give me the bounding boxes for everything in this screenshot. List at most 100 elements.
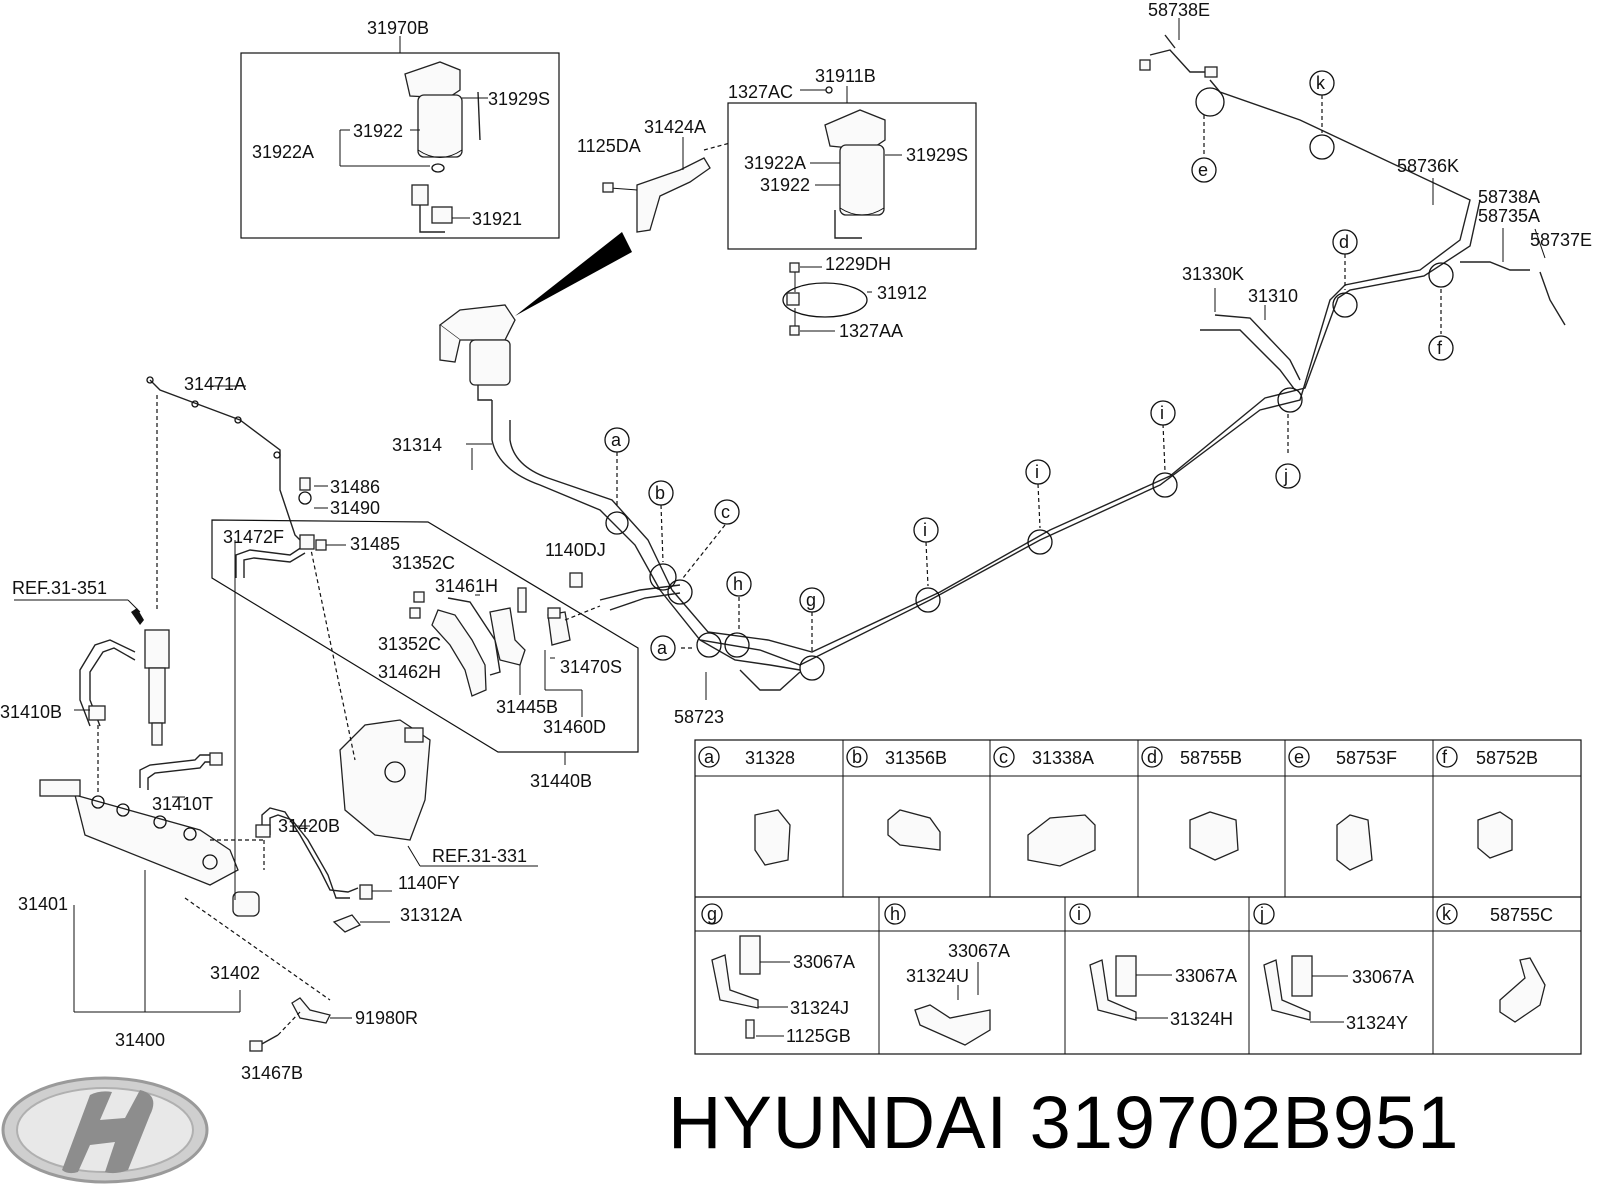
common-rail — [39, 540, 331, 1013]
label-58738A: 58738A — [1478, 187, 1540, 207]
label-31912: 31912 — [877, 283, 927, 303]
callout-k: k — [1309, 70, 1335, 96]
label-31410T: 31410T — [152, 794, 213, 814]
label-31310: 31310 — [1248, 286, 1298, 306]
label-31402: 31402 — [210, 963, 260, 983]
filter-mounting-bracket — [602, 137, 731, 233]
fuel-filter-detail-box — [240, 36, 560, 239]
label-31472F: 31472F — [223, 527, 284, 547]
label-31445B: 31445B — [496, 697, 558, 717]
callout-a: a — [650, 635, 676, 661]
svg-text:a: a — [704, 747, 715, 767]
svg-text:e: e — [1198, 160, 1208, 180]
label-58737E: 58737E — [1530, 230, 1592, 250]
label-31922A: 31922A — [744, 153, 806, 173]
svg-text:k: k — [1442, 904, 1452, 924]
label-58736K: 58736K — [1397, 156, 1459, 176]
svg-text:31338A: 31338A — [1032, 748, 1094, 768]
svg-text:33067A: 33067A — [793, 952, 855, 972]
label-31330K: 31330K — [1182, 264, 1244, 284]
callout-d: d — [1332, 229, 1358, 255]
svg-text:31324H: 31324H — [1170, 1009, 1233, 1029]
svg-text:33067A: 33067A — [948, 941, 1010, 961]
callout-b: b — [648, 480, 674, 506]
svg-text:i: i — [923, 520, 927, 540]
svg-text:33067A: 33067A — [1352, 967, 1414, 987]
svg-text:i: i — [1160, 403, 1164, 423]
callout-h: h — [726, 571, 752, 597]
svg-text:h: h — [733, 574, 743, 594]
label-91980R: 91980R — [355, 1008, 418, 1028]
label-31485: 31485 — [350, 534, 400, 554]
svg-text:j: j — [1259, 904, 1264, 924]
svg-text:a: a — [611, 430, 622, 450]
svg-text:h: h — [890, 904, 900, 924]
label-1140FY: 1140FY — [398, 873, 460, 893]
high-pressure-pipe — [255, 807, 392, 933]
svg-text:31324U: 31324U — [906, 966, 969, 986]
svg-text:k: k — [1316, 73, 1326, 93]
callout-circles: a b c h a g i i i j d f k e — [604, 70, 1454, 661]
svg-text:1125GB: 1125GB — [786, 1026, 851, 1046]
detail-pointer-wedge — [515, 232, 632, 316]
label-31352C: 31352C — [392, 553, 455, 573]
mounted-fuel-filter — [438, 304, 516, 401]
svg-text:g: g — [806, 590, 816, 610]
svg-text:i: i — [1077, 904, 1081, 924]
svg-text:33067A: 33067A — [1175, 966, 1237, 986]
callout-i: i — [1150, 400, 1176, 426]
callout-f: f — [1428, 335, 1454, 361]
label-31460D: 31460D — [543, 717, 606, 737]
svg-text:f: f — [1437, 338, 1443, 358]
label-1125DA: 1125DA — [577, 136, 641, 156]
svg-text:g: g — [707, 904, 717, 924]
svg-text:31324Y: 31324Y — [1346, 1013, 1408, 1033]
label-31911B: 31911B — [815, 66, 876, 86]
clip-cell-b: b 31356B — [846, 746, 947, 851]
label-58723: 58723 — [674, 707, 724, 727]
label-58735A: 58735A — [1478, 206, 1540, 226]
hyundai-logo — [1, 1076, 209, 1184]
svg-text:c: c — [721, 502, 730, 522]
fuel-injector — [14, 599, 170, 746]
label-31440B: 31440B — [530, 771, 592, 791]
svg-text:a: a — [657, 638, 668, 658]
label-31922: 31922 — [353, 121, 403, 141]
high-pressure-pump — [309, 544, 538, 867]
clip-cell-c: c 31338A — [993, 746, 1096, 867]
fuel-filter-assembly-box — [727, 86, 977, 250]
callout-j: j — [1275, 463, 1301, 489]
clip-positions — [605, 87, 1454, 681]
label-31970B: 31970B — [367, 18, 429, 38]
label-REF-31-331: REF.31-331 — [432, 846, 527, 866]
label-31352C: 31352C — [378, 634, 441, 654]
label-REF-31-351: REF.31-351 — [12, 578, 107, 598]
clip-cell-j: j 33067A 31324Y — [1253, 903, 1414, 1033]
label-31922: 31922 — [760, 175, 810, 195]
svg-text:c: c — [999, 747, 1008, 767]
svg-text:b: b — [655, 483, 665, 503]
label-31486: 31486 — [330, 477, 380, 497]
label-58738E: 58738E — [1148, 0, 1210, 20]
svg-text:b: b — [852, 747, 862, 767]
label-31420B: 31420B — [278, 816, 340, 836]
svg-text:d: d — [1339, 232, 1349, 252]
label-31312A: 31312A — [400, 905, 462, 925]
clip-cell-f: f 58752B — [1436, 746, 1538, 859]
label-31490: 31490 — [330, 498, 380, 518]
label-31314: 31314 — [392, 435, 442, 455]
label-31461H: 31461H — [435, 576, 498, 596]
svg-text:j: j — [1283, 466, 1288, 486]
part-labels: 31970B 31929S 31922 31922A 31921 1327AC … — [0, 0, 1592, 1083]
svg-text:f: f — [1442, 747, 1448, 767]
brand-part-title: HYUNDAI 319702B951 — [668, 1080, 1459, 1165]
clip-cell-a: a 31328 — [698, 746, 795, 866]
clip-cell-g: g 33067A 31324J 1125GB — [701, 903, 855, 1046]
svg-text:31324J: 31324J — [790, 998, 849, 1018]
label-1327AC: 1327AC — [728, 82, 793, 102]
clip-cell-k: k 58755C — [1436, 903, 1553, 1023]
label-31462H: 31462H — [378, 662, 441, 682]
svg-text:58752B: 58752B — [1476, 748, 1538, 768]
part-number: 319702B951 — [1029, 1081, 1460, 1164]
